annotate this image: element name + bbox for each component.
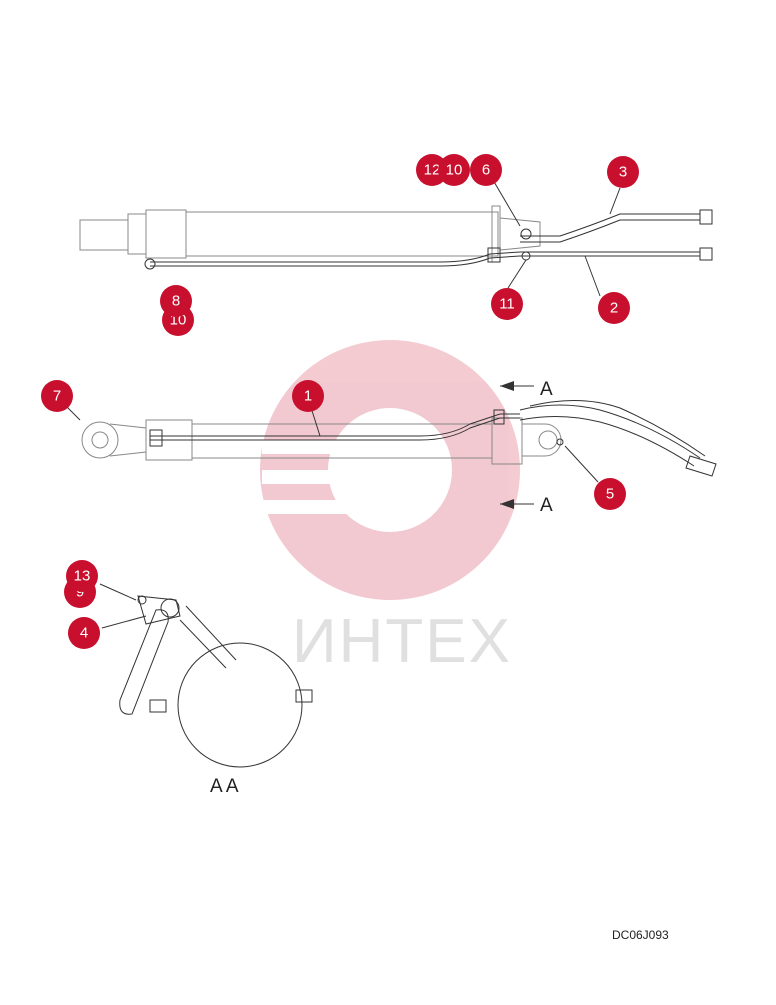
svg-text:9: 9 <box>76 584 84 601</box>
svg-text:13: 13 <box>74 568 91 585</box>
callout-6[interactable]: 6 <box>470 154 502 186</box>
callout-2[interactable]: 2 <box>598 292 630 324</box>
callout-3[interactable]: 3 <box>607 156 639 188</box>
callout-10-top[interactable]: 10 <box>438 154 470 186</box>
callout-8[interactable]: 8 <box>160 285 192 317</box>
callout-12[interactable]: 12 <box>416 154 448 186</box>
callout-7[interactable]: 7 <box>41 380 73 412</box>
callout-11[interactable]: 11 <box>491 288 523 320</box>
section-mark-top: A <box>540 379 553 400</box>
section-aa-view <box>99 583 313 768</box>
svg-text:12: 12 <box>424 162 441 179</box>
callout-5[interactable]: 5 <box>594 478 626 510</box>
drawing-code: DC06J093 <box>612 928 669 942</box>
svg-text:11: 11 <box>499 296 515 313</box>
callout-1[interactable]: 1 <box>292 380 324 412</box>
svg-text:8: 8 <box>172 293 180 310</box>
side-view-assembly <box>57 381 717 509</box>
callout-13[interactable]: 13 <box>66 560 98 592</box>
svg-text:6: 6 <box>482 162 490 179</box>
top-view-assembly <box>79 179 713 297</box>
svg-text:7: 7 <box>53 388 61 405</box>
svg-text:1: 1 <box>304 388 312 405</box>
watermark-gear-icon <box>260 340 520 600</box>
svg-text:3: 3 <box>619 164 627 181</box>
svg-text:10: 10 <box>446 162 463 179</box>
svg-text:2: 2 <box>610 300 618 317</box>
section-mark-bottom: A <box>540 495 553 516</box>
watermark-text: ИНТЕХ <box>292 607 512 676</box>
svg-text:4: 4 <box>80 625 88 642</box>
section-view-label: A A <box>210 776 239 797</box>
callout-4[interactable]: 4 <box>68 617 100 649</box>
svg-text:5: 5 <box>606 486 614 503</box>
